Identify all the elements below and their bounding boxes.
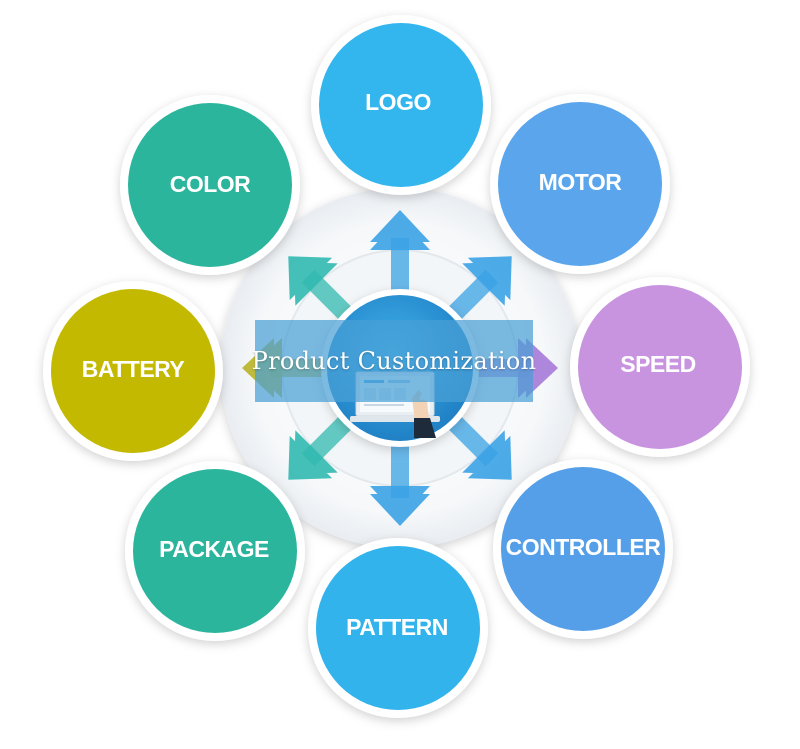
arrow-head	[462, 430, 512, 480]
node-label: COLOR	[170, 171, 251, 197]
arrow-head	[288, 256, 338, 306]
node-label: SPEED	[620, 351, 695, 377]
node-battery: BATTERY	[43, 281, 223, 461]
arrow-head	[370, 486, 430, 526]
node-label: BATTERY	[82, 356, 185, 382]
node-circle	[498, 102, 662, 266]
node-package: PACKAGE	[125, 461, 305, 641]
arrow-shaft	[391, 238, 409, 290]
arrow-head	[370, 210, 430, 250]
node-controller: CONTROLLER	[493, 459, 673, 639]
node-label: PACKAGE	[159, 536, 269, 562]
node-pattern: PATTERN	[308, 538, 488, 718]
node-color: COLOR	[120, 95, 300, 275]
node-circle	[319, 23, 483, 187]
nodes-group: LOGO MOTOR SPEED CONTROLLER PATTERN PACKAGE BA…	[43, 15, 750, 718]
arrow-shaft	[391, 446, 409, 498]
node-label: MOTOR	[539, 169, 623, 195]
node-label: PATTERN	[346, 614, 448, 640]
node-label: CONTROLLER	[506, 534, 662, 560]
node-circle	[51, 289, 215, 453]
node-motor: MOTOR	[490, 94, 670, 274]
node-circle	[133, 469, 297, 633]
arrow-down	[370, 446, 430, 526]
title-banner: Product Customization	[252, 320, 536, 402]
node-label: LOGO	[365, 89, 431, 115]
arrow-head	[288, 430, 338, 480]
node-circle	[578, 285, 742, 449]
arrow-down-left	[288, 416, 352, 480]
node-speed: SPEED	[570, 277, 750, 457]
node-circle	[501, 467, 665, 631]
arrow-up-right	[448, 256, 512, 320]
node-circle	[128, 103, 292, 267]
arrow-down-right	[448, 416, 512, 480]
arrow-up-left	[288, 256, 352, 320]
arrow-head	[462, 256, 512, 306]
diagram-title: Product Customization	[251, 347, 537, 375]
node-logo: LOGO	[311, 15, 491, 195]
node-circle	[316, 546, 480, 710]
arrow-up	[370, 210, 430, 290]
